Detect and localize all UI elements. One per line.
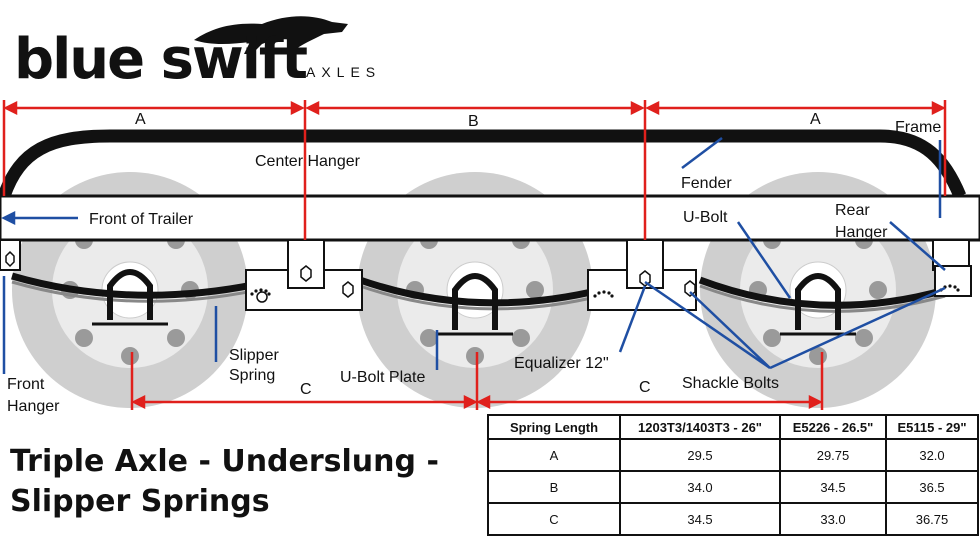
- slipper-spring-label: Slipper Spring: [229, 347, 279, 384]
- dim-c-left-label: C: [300, 381, 312, 398]
- frame-label: Frame: [895, 119, 942, 136]
- table-cell: C: [487, 502, 621, 536]
- table-header: E5115 - 29": [885, 414, 979, 440]
- panther-icon: [194, 16, 348, 54]
- center-hanger-label: Center Hanger: [255, 153, 360, 170]
- u-bolt-middle: [452, 273, 498, 330]
- table-header: 1203T3/1403T3 - 26": [619, 414, 781, 440]
- table-row: B 34.0 34.5 36.5: [487, 470, 979, 504]
- brand-subtext: AXLES: [306, 64, 382, 80]
- u-bolt-plate-label: U-Bolt Plate: [340, 369, 426, 386]
- spring-length-table: Spring Length 1203T3/1403T3 - 26" E5226 …: [487, 414, 979, 536]
- u-bolt-front: [107, 269, 153, 320]
- dim-a-right-label: A: [810, 111, 821, 128]
- frame-rail: [0, 194, 980, 242]
- fender-label: Fender: [681, 175, 732, 192]
- dim-a-left-label: A: [135, 111, 146, 128]
- equalizer-label: Equalizer 12": [514, 355, 609, 372]
- table-header: E5226 - 26.5": [779, 414, 887, 440]
- table-cell: 29.5: [619, 438, 781, 472]
- u-bolt-rear: [795, 273, 841, 330]
- u-bolt-label: U-Bolt: [683, 209, 728, 226]
- table-cell: 32.0: [885, 438, 979, 472]
- table-row: A 29.5 29.75 32.0: [487, 438, 979, 472]
- dimension-lines: [2, 100, 947, 410]
- table-cell: 34.0: [619, 470, 781, 504]
- table-cell: 34.5: [779, 470, 887, 504]
- brand-logo: blue swift AXLES: [14, 16, 394, 92]
- shackle-bolts-label: Shackle Bolts: [682, 375, 779, 392]
- table-cell: 36.5: [885, 470, 979, 504]
- brand-wordmark: blue swift: [14, 27, 308, 92]
- leaf-springs: [11, 272, 946, 309]
- page-title: Triple Axle - Underslung - Slipper Sprin…: [10, 444, 439, 519]
- front-hanger-label: Front Hanger: [7, 376, 60, 415]
- leader-lines: [1, 137, 946, 374]
- table-row: C 34.5 33.0 36.75: [487, 502, 979, 536]
- dim-b-label: B: [468, 113, 479, 130]
- table-cell: 36.75: [885, 502, 979, 536]
- fender: [0, 129, 966, 199]
- table-cell: A: [487, 438, 621, 472]
- dim-c-right-label: C: [639, 379, 651, 396]
- front-of-trailer-label: Front of Trailer: [89, 211, 194, 228]
- table-cell: 34.5: [619, 502, 781, 536]
- table-header-row: Spring Length 1203T3/1403T3 - 26" E5226 …: [487, 414, 979, 440]
- table-header: Spring Length: [487, 414, 621, 440]
- table-cell: 33.0: [779, 502, 887, 536]
- rear-hanger-label: Rear Hanger: [835, 202, 888, 241]
- table-cell: 29.75: [779, 438, 887, 472]
- table-cell: B: [487, 470, 621, 504]
